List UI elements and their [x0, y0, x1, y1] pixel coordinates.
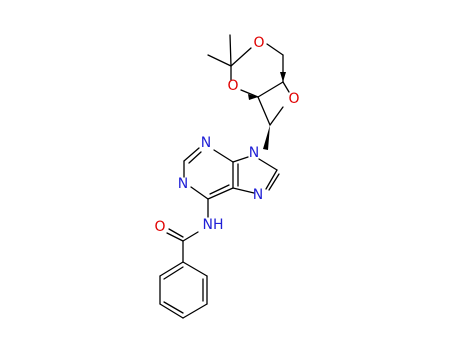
- bond: [230, 47, 252, 67]
- bond: [282, 81, 290, 93]
- wedge-bond: [248, 94, 258, 100]
- bond: [166, 232, 184, 242]
- bond: [232, 156, 249, 163]
- bond: [257, 96, 271, 126]
- bond: [190, 186, 209, 200]
- bond: [188, 151, 202, 164]
- bond: [163, 301, 184, 314]
- nitrogen-atom-label: N: [178, 176, 188, 192]
- bond: [229, 34, 232, 67]
- nitrogen-atom-label: N: [253, 187, 263, 203]
- bond: [182, 261, 208, 277]
- oxygen-atom-label: O: [227, 78, 238, 94]
- bond: [257, 81, 284, 98]
- wedge-bond: [263, 125, 270, 150]
- bond: [163, 266, 184, 280]
- bond: [159, 303, 184, 319]
- amine-nh-label: NH: [203, 217, 224, 233]
- oxygen-atom-label: O: [154, 219, 165, 235]
- bond: [268, 173, 280, 191]
- bond: [240, 89, 259, 98]
- bond: [159, 261, 184, 277]
- bond: [183, 147, 200, 162]
- bond: [213, 149, 234, 163]
- bond: [182, 303, 208, 319]
- bond: [266, 43, 284, 56]
- bond: [269, 106, 284, 126]
- bond: [265, 169, 278, 190]
- oxygen-atom-label: O: [288, 91, 299, 107]
- bond: [182, 231, 199, 242]
- bond: [207, 187, 234, 200]
- bond: [168, 228, 184, 238]
- bond: [232, 187, 255, 194]
- nitrogen-atom-label: N: [249, 145, 259, 161]
- nitrogen-atom-label: N: [201, 135, 211, 151]
- bond: [209, 184, 230, 195]
- bond: [258, 158, 278, 171]
- oxygen-atom-label: O: [253, 35, 264, 51]
- wedge-bond: [280, 72, 286, 82]
- bond: [207, 54, 232, 67]
